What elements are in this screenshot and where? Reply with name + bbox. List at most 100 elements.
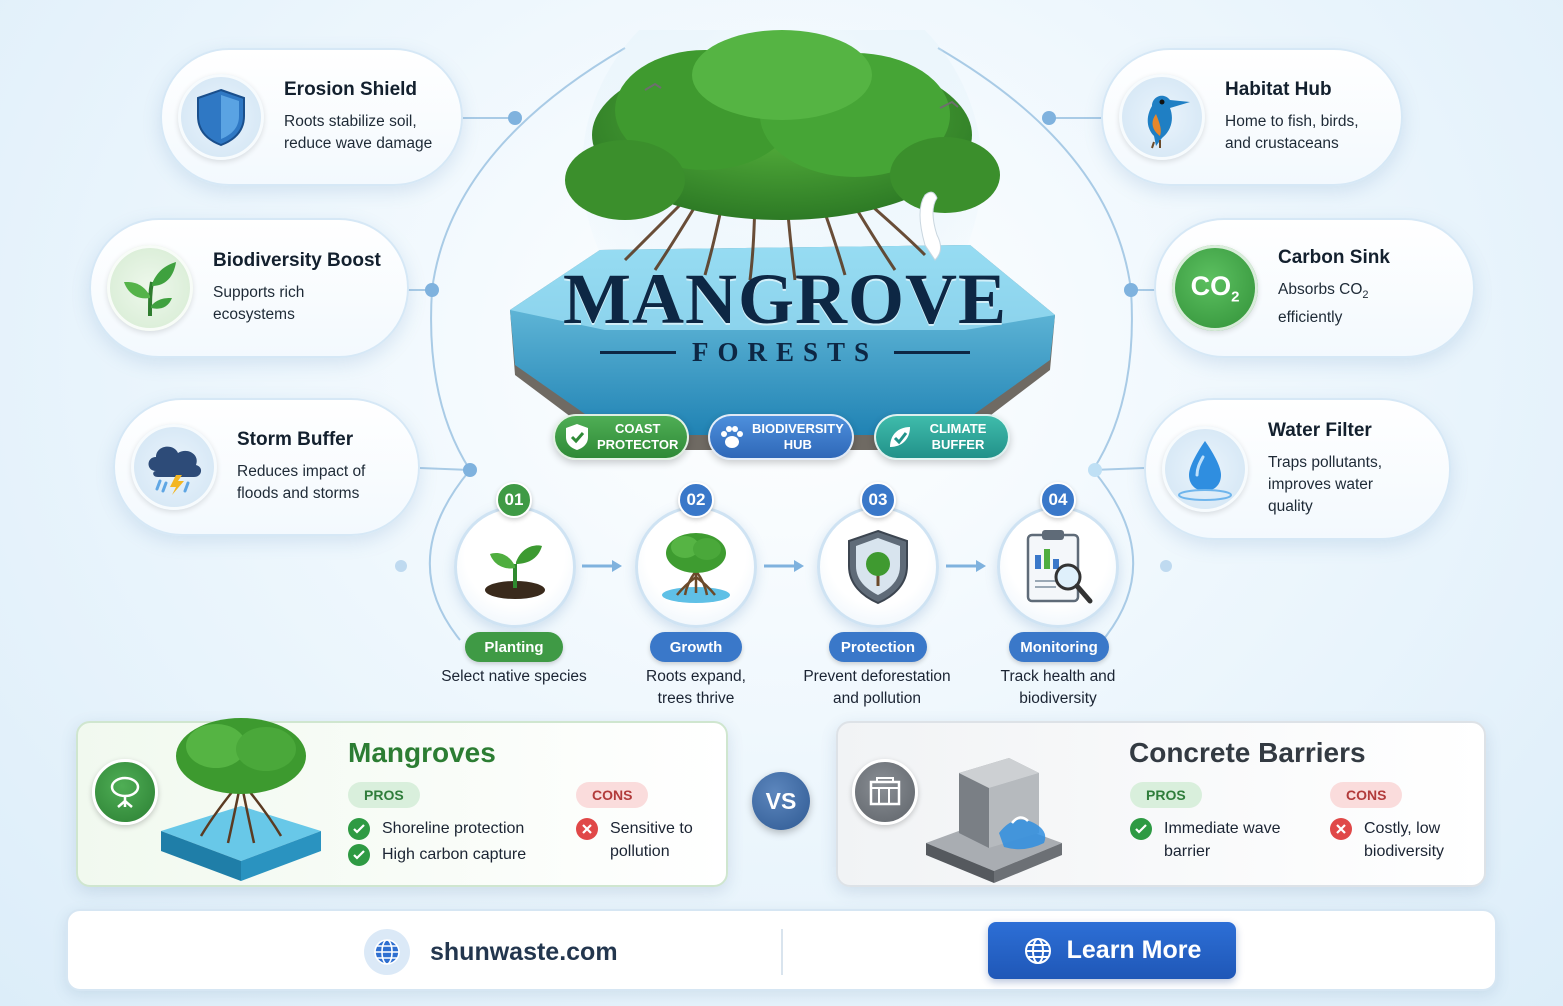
site-url: shunwaste.com [430,937,618,966]
globe-icon [364,929,410,975]
concrete-block-illustration [926,758,1062,883]
clipboard-magnifier-icon [1026,530,1093,604]
step-2-description: Roots expand,trees thrive [601,666,791,710]
comparison-title: Concrete Barriers [1129,737,1366,768]
comparison-mangroves-panel: Mangroves PROS CONS Shoreline protection… [76,718,728,887]
vs-badge: VS [752,772,810,830]
step-2-circle [635,506,757,628]
comparison-concrete-panel: Concrete Barriers PROS CONS Immediate wa… [836,721,1486,887]
step-desc-line: Select native species [441,668,587,685]
step-desc-line: Roots expand, [646,668,746,685]
step-4-description: Track health and biodiversity [963,666,1153,710]
step-1-label: Planting [465,632,563,662]
benefit-card-carbon-sink: CO2 Carbon Sink Absorbs CO 2 efficiently [1154,218,1475,358]
learn-more-label: Learn More [1066,936,1202,964]
barrier-badge-icon [852,759,918,825]
learn-more-button[interactable]: Learn More [988,922,1236,979]
con-item-text: biodiversity [1364,843,1445,860]
co2-icon: CO2 [1172,245,1258,331]
con-item-text: Costly, low [1364,820,1441,837]
pro-item-text: High carbon capture [382,846,527,863]
shield-icon [178,74,264,160]
benefit-desc-line: ecosystems [213,306,295,323]
title-rule [894,350,971,354]
benefit-desc-line: floods and storms [237,485,360,502]
step-2-number: 02 [678,482,714,518]
pro-item-text: Shoreline protection [382,820,525,837]
co2-icon-sub: 2 [1231,288,1240,306]
benefit-title: Erosion Shield [284,79,418,100]
benefit-card-habitat-hub: Habitat Hub Home to fish, birds, and crus… [1101,48,1403,186]
benefit-title: Biodiversity Boost [213,250,381,271]
mangrove-tree-icon [662,533,730,603]
co2-icon-text: CO [1190,270,1232,301]
tree-shield-icon [848,529,908,605]
page-title: MANGROVE [563,259,1007,339]
benefit-desc-line: efficiently [1278,308,1343,326]
arrow-right-icon [582,560,622,572]
step-desc-line: biodiversity [1019,690,1097,707]
seedling-icon [485,545,545,599]
benefit-title: Water Filter [1268,420,1372,441]
step-desc-line: and pollution [833,690,921,707]
tag-line: CLIMATE [929,421,987,436]
benefit-desc-line: Absorbs CO [1278,281,1363,299]
x-icon [576,818,598,840]
tag-line: PROTECTOR [597,437,679,452]
mangrove-block-illustration [161,718,321,881]
tag-line: BUFFER [931,437,985,452]
globe-icon [1023,936,1053,966]
arrow-right-icon [946,560,986,572]
con-item-text: pollution [610,843,670,860]
benefit-desc-line: Roots stabilize soil, [284,113,417,130]
arrow-right-icon [764,560,804,572]
benefit-desc-line: improves water [1268,476,1374,493]
step-3-circle [817,506,939,628]
tree-badge-icon [92,759,158,825]
con-item: Sensitive to pollution [576,817,693,863]
paw-icon [718,421,746,453]
step-4-number: 04 [1040,482,1076,518]
step-3-number: 03 [860,482,896,518]
check-icon [1130,818,1152,840]
sprout-icon [107,245,193,331]
step-1-number: 01 [496,482,532,518]
pro-item: High carbon capture [348,843,526,866]
page-subtitle: FORESTS [691,336,879,367]
benefit-desc-line: Home to fish, birds, [1225,113,1359,130]
tag-line: HUB [783,437,812,452]
tag-line: COAST [614,421,661,436]
benefit-desc-line: quality [1268,498,1313,515]
title-rule [600,350,676,354]
step-desc-line: Track health and [1000,668,1116,685]
con-item-text: Sensitive to [610,820,693,837]
mangrove-island-illustration [510,30,1055,450]
pros-tag: PROS [1130,782,1202,808]
step-3-label: Protection [829,632,927,662]
benefit-title: Carbon Sink [1278,247,1390,269]
site-link[interactable]: shunwaste.com [364,929,618,975]
comparison-title: Mangroves [348,737,496,768]
benefit-desc-line: reduce wave damage [284,135,433,152]
benefit-desc-line: and crustaceans [1225,135,1339,152]
step-4-label: Monitoring [1009,632,1109,662]
storm-cloud-icon [131,424,217,510]
benefit-title: Habitat Hub [1225,79,1332,100]
step-4-circle [997,506,1119,628]
check-icon [348,844,370,866]
leaf-check-icon [884,421,916,453]
kingfisher-icon [1119,74,1205,160]
cons-tag: CONS [576,782,649,808]
pro-item-text: Immediate wave [1164,820,1281,837]
benefit-title: Storm Buffer [237,429,354,450]
pros-tag: PROS [348,782,420,808]
page-subtitle-row: FORESTS [600,335,971,369]
footer-divider [781,929,783,975]
step-2-label: Growth [650,632,742,662]
